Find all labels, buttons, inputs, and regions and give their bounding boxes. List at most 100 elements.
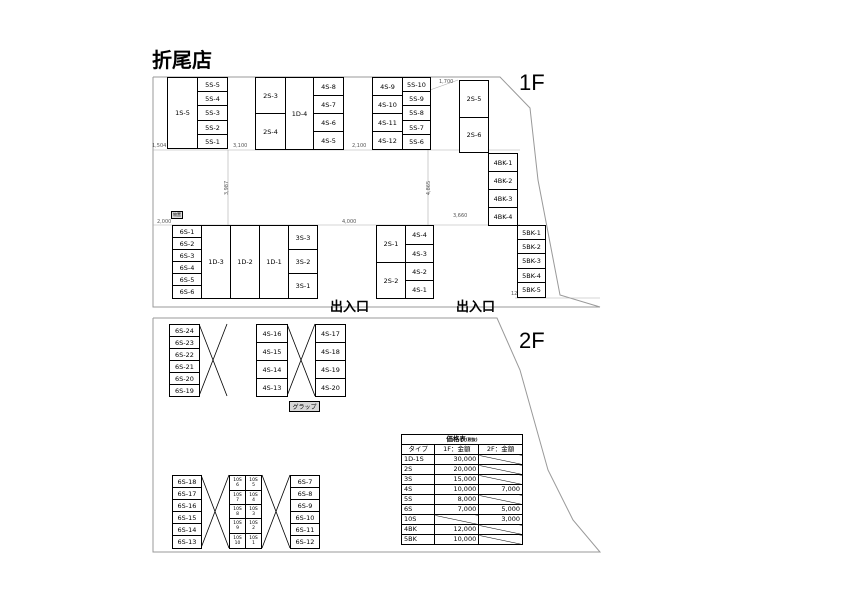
unit-cell[interactable]: 5BK-4: [517, 268, 546, 283]
unit-cell[interactable]: 1S-5: [167, 77, 198, 149]
price-table-cell: 10S: [400, 514, 436, 525]
unit-cell[interactable]: 4S-12: [372, 131, 403, 150]
price-table-cell: [478, 464, 523, 475]
unit-cell[interactable]: 4S-2: [405, 262, 434, 281]
unit-cell[interactable]: 5BK-2: [517, 239, 546, 254]
unit-cell[interactable]: 4S-16: [256, 324, 288, 343]
unit-cell[interactable]: 4BK-3: [488, 189, 518, 208]
unit-cell[interactable]: 3S-1: [288, 273, 318, 299]
price-table-cell: 7,000: [478, 484, 523, 495]
unit-cell[interactable]: 4BK-1: [488, 153, 518, 172]
unit-cell[interactable]: 4S-5: [313, 131, 344, 150]
unit-cell[interactable]: 5BK-1: [517, 225, 546, 240]
unit-cell[interactable]: 4S-15: [256, 342, 288, 361]
price-table-cell: 10,000: [434, 484, 480, 495]
price-table-cell: 7,000: [434, 504, 480, 515]
unit-cell[interactable]: 4S-6: [313, 113, 344, 132]
price-table-cell: 15,000: [434, 474, 480, 485]
unit-cell[interactable]: 4S-19: [315, 360, 346, 379]
price-table-cell: 4S: [400, 484, 436, 495]
unit-cell[interactable]: 5BK-5: [517, 282, 546, 298]
storage-label: 物置: [171, 211, 183, 219]
unit-cell[interactable]: 1D-2: [230, 225, 260, 299]
unit-cell[interactable]: 4S-10: [372, 95, 403, 114]
dimension: 1,700: [439, 79, 454, 85]
price-table-cell: 5S: [400, 494, 436, 505]
unit-cell[interactable]: 3S-2: [288, 249, 318, 274]
unit-cell[interactable]: 2S-6: [459, 117, 489, 153]
dimension: 4,865: [426, 180, 433, 196]
unit-cell[interactable]: 4S-1: [405, 280, 434, 299]
price-table-cell: 8,000: [434, 494, 480, 505]
price-table-row: 10S 3,000: [400, 514, 523, 525]
price-table-header: 2F：金額: [478, 444, 523, 455]
unit-cell[interactable]: 4S-9: [372, 77, 403, 96]
unit-cell[interactable]: 1D-1: [259, 225, 289, 299]
price-table-cell: 1D-1S: [400, 454, 436, 465]
unit-cell[interactable]: 4S-8: [313, 77, 344, 96]
unit-cell[interactable]: 5S-10: [402, 77, 431, 92]
unit-cell[interactable]: 2S-4: [255, 113, 286, 150]
unit-cell[interactable]: 2S-3: [255, 77, 286, 114]
page-title: 折尾店: [152, 48, 212, 72]
unit-cell[interactable]: 4S-4: [405, 225, 434, 245]
unit-cell[interactable]: 4S-13: [256, 378, 288, 397]
price-table-cell: [478, 534, 523, 545]
unit-cell[interactable]: 4BK-2: [488, 171, 518, 190]
unit-cell[interactable]: 5S-9: [402, 91, 431, 106]
unit-cell[interactable]: 4S-14: [256, 360, 288, 379]
unit-cell[interactable]: 6S-6: [172, 285, 202, 299]
unit-cell[interactable]: 5S-1: [197, 134, 228, 149]
unit-cell[interactable]: 2S-2: [376, 262, 406, 299]
unit-cell[interactable]: 1D-4: [285, 77, 314, 150]
price-table-cell: 10,000: [434, 534, 480, 545]
unit-cell[interactable]: 5S-5: [197, 77, 228, 92]
unit-cell[interactable]: 2S-5: [459, 80, 489, 118]
unit-cell[interactable]: 4S-20: [315, 378, 346, 397]
unit-cell[interactable]: 4S-17: [315, 324, 346, 343]
unit-cell[interactable]: 6S-19: [169, 384, 200, 397]
entrance-label: 出入口: [456, 300, 496, 315]
price-table-cell: 3,000: [478, 514, 523, 525]
dimension: 4,000: [342, 219, 357, 225]
unit-cell[interactable]: 5S-7: [402, 120, 431, 135]
price-table-cell: [478, 524, 523, 535]
unit-cell[interactable]: 3S-3: [288, 225, 318, 250]
unit-cell[interactable]: 6S-9: [290, 499, 320, 512]
unit-cell[interactable]: 5S-8: [402, 105, 431, 121]
price-table-cell: 5,000: [478, 504, 523, 515]
unit-cell[interactable]: 6S-12: [290, 535, 320, 549]
unit-cell[interactable]: 5S-4: [197, 91, 228, 106]
unit-cell[interactable]: 4S-18: [315, 342, 346, 361]
unit-cell[interactable]: 5BK-3: [517, 253, 546, 269]
unit-cell[interactable]: 5S-6: [402, 134, 431, 150]
unit-cell[interactable]: 5S-2: [197, 120, 228, 135]
unit-cell[interactable]: 4S-7: [313, 95, 344, 114]
unit-cell[interactable]: 6S-20: [169, 372, 200, 385]
unit-cell[interactable]: 4BK-4: [488, 207, 518, 226]
unit-cell[interactable]: 5S-3: [197, 105, 228, 121]
unit-cell[interactable]: 4S-11: [372, 113, 403, 132]
unit-cell[interactable]: 4S-3: [405, 244, 434, 263]
unit-cell[interactable]: 1D-3: [201, 225, 231, 299]
unit-cell[interactable]: 2S-1: [376, 225, 406, 263]
entrance-label: 出入口: [330, 300, 370, 315]
price-table-cell: 2S: [400, 464, 436, 475]
unit-cell[interactable]: 6S-13: [172, 535, 202, 549]
